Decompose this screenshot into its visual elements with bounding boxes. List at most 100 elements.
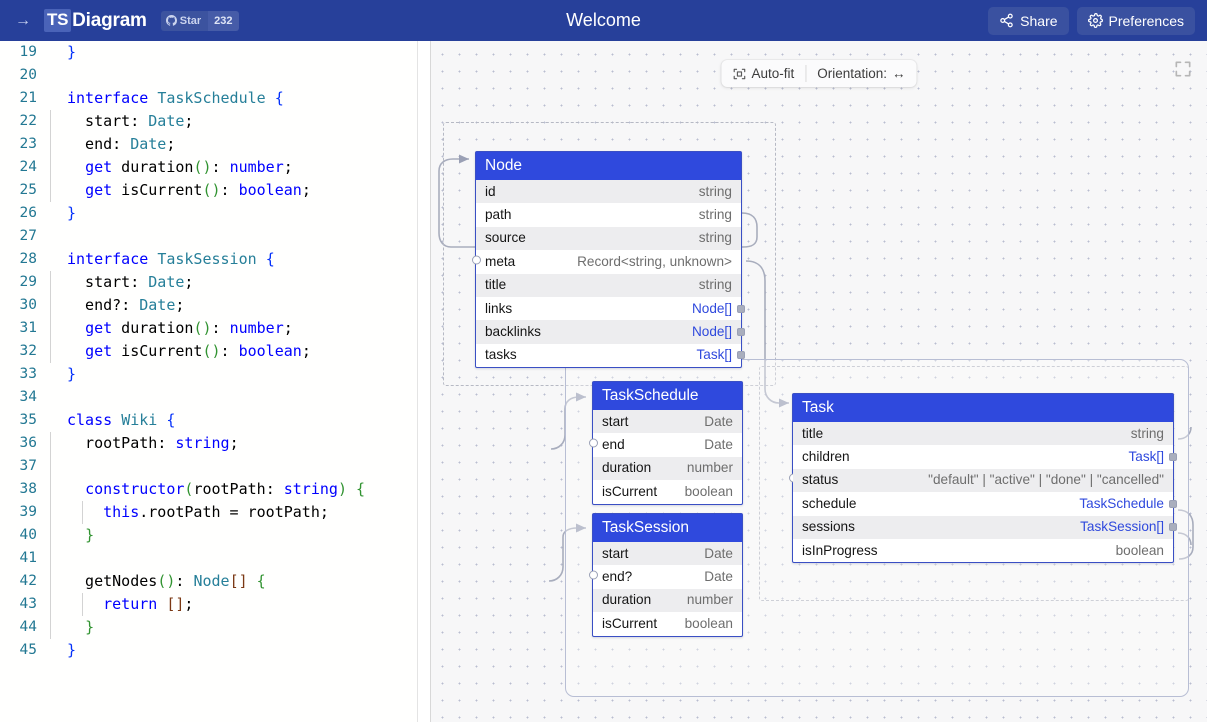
field-type[interactable]: Node[]: [691, 324, 732, 340]
pane-splitter[interactable]: [417, 41, 431, 722]
edge-handle-right[interactable]: [1169, 453, 1177, 462]
code-text[interactable]: get duration(): number;: [46, 317, 293, 340]
table-header[interactable]: TaskSession: [588, 514, 742, 580]
code-text[interactable]: end?: Date;: [46, 294, 184, 317]
code-text[interactable]: end: Date;: [46, 133, 175, 156]
code-text[interactable]: rootPath: string;: [46, 432, 239, 455]
line-number: 31: [19, 320, 37, 336]
code-text[interactable]: start: Date;: [46, 271, 193, 294]
line-number: 41: [19, 550, 37, 566]
code-token: get: [85, 342, 113, 360]
field-type[interactable]: TaskSession[]: [1080, 519, 1164, 535]
code-text[interactable]: }: [46, 202, 76, 225]
code-text[interactable]: }: [46, 41, 76, 64]
edge-handle-left[interactable]: [588, 570, 598, 580]
code-text[interactable]: constructor(rootPath: string) {: [46, 478, 365, 501]
code-text[interactable]: get duration(): number;: [46, 156, 293, 179]
code-token: end: [67, 135, 113, 153]
code-token: (: [184, 480, 194, 498]
code-token: []: [229, 572, 248, 590]
back-arrow-icon[interactable]: →: [15, 11, 31, 29]
code-token: [67, 618, 85, 636]
github-star-badge[interactable]: Star 232: [160, 10, 239, 31]
fullscreen-button[interactable]: [1173, 59, 1193, 79]
line-number: 33: [19, 366, 37, 382]
brand-logo[interactable]: TS Diagram: [44, 9, 147, 32]
code-text[interactable]: }: [46, 616, 94, 639]
share-button[interactable]: Share: [988, 6, 1069, 35]
code-text[interactable]: [46, 547, 67, 570]
code-text[interactable]: [46, 64, 67, 87]
code-text[interactable]: getNodes(): Node[] {: [46, 570, 266, 593]
orientation-button[interactable]: Orientation: ↔: [806, 60, 916, 87]
code-text[interactable]: get isCurrent(): boolean;: [46, 179, 311, 202]
code-text[interactable]: [46, 386, 67, 409]
edge-handle-right[interactable]: [737, 328, 745, 337]
field-type[interactable]: Task[]: [1128, 449, 1164, 465]
code-text[interactable]: class Wiki {: [46, 409, 175, 432]
field-type[interactable]: Task[]: [696, 347, 732, 363]
code-text[interactable]: get isCurrent(): boolean;: [46, 340, 311, 363]
preferences-button[interactable]: Preferences: [1076, 6, 1195, 35]
orientation-value: ↔: [892, 66, 906, 81]
github-star-section[interactable]: Star: [160, 10, 208, 31]
line-number: 37: [19, 458, 37, 474]
code-text[interactable]: }: [46, 363, 76, 386]
indent-guide: [50, 317, 51, 340]
table-header[interactable]: Node: [471, 152, 741, 265]
code-text[interactable]: start: Date;: [46, 110, 193, 133]
code-text[interactable]: return [];: [46, 593, 193, 616]
table-row[interactable]: status"default" | "active" | "done" | "c…: [793, 468, 1173, 493]
code-token: isCurrent: [112, 342, 203, 360]
code-token: .rootPath = rootPath;: [139, 503, 329, 521]
code-text[interactable]: [46, 225, 67, 248]
edge-handle-right[interactable]: [737, 304, 745, 313]
code-text[interactable]: [46, 455, 67, 478]
code-line: 32 get isCurrent(): boolean;: [0, 340, 417, 363]
edge-handle-left[interactable]: [588, 438, 598, 448]
edge-handle-right[interactable]: [1169, 523, 1177, 532]
code-text[interactable]: this.rootPath = rootPath;: [46, 501, 329, 524]
edge-handle-left[interactable]: [471, 255, 481, 265]
edge-handle-right[interactable]: [1169, 499, 1177, 508]
table-row[interactable]: end?Date: [593, 565, 742, 588]
field-type[interactable]: TaskSchedule: [1079, 495, 1164, 511]
code-token: [67, 158, 85, 176]
line-number: 43: [19, 596, 37, 612]
table-header[interactable]: TaskSchedule: [588, 382, 742, 448]
table-header[interactable]: Task: [788, 394, 1173, 483]
code-text[interactable]: }: [46, 524, 94, 547]
code-text[interactable]: interface TaskSchedule {: [46, 87, 284, 110]
code-text[interactable]: interface TaskSession {: [46, 248, 275, 271]
code-text[interactable]: }: [46, 639, 76, 662]
edge-handle-right[interactable]: [737, 351, 745, 360]
field-type[interactable]: Node[]: [691, 300, 732, 316]
auto-fit-button[interactable]: Auto-fit: [721, 60, 805, 87]
